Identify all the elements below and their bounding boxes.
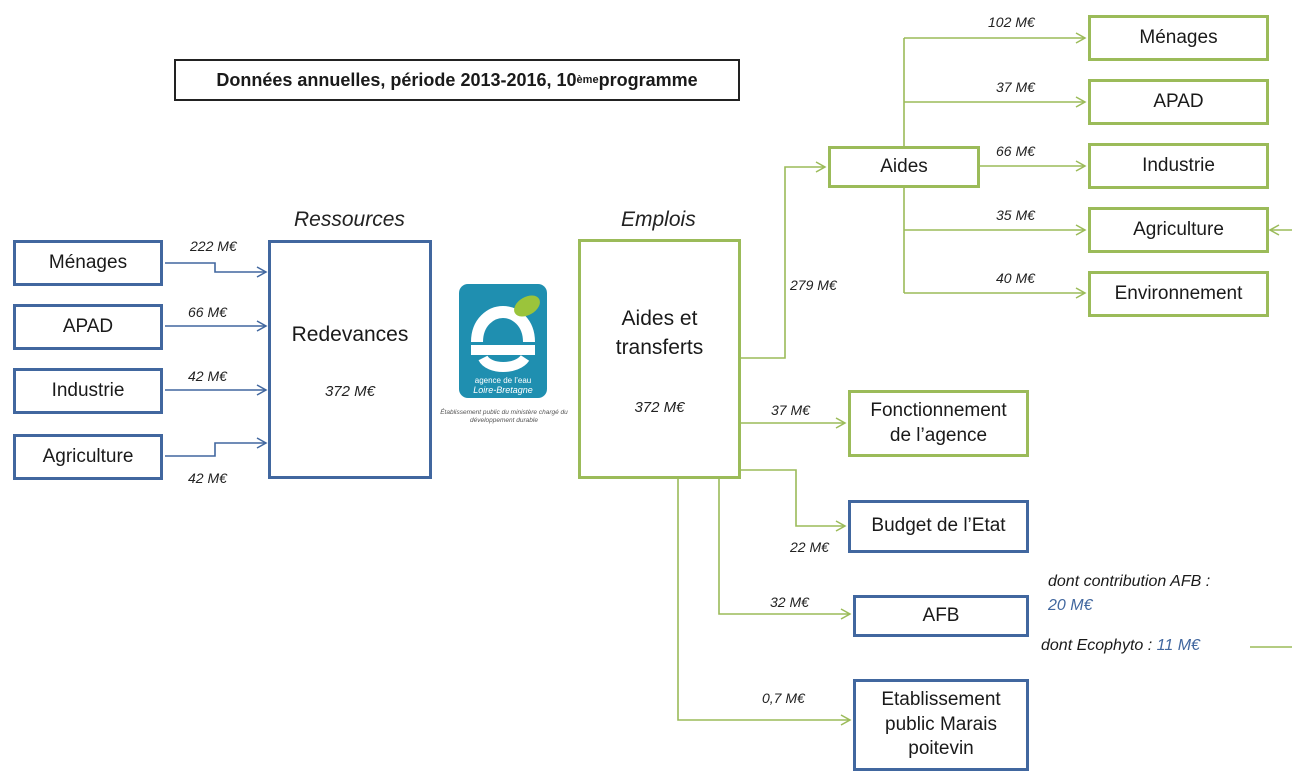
target-label: Environnement	[1114, 282, 1243, 304]
value-industrie: 42 M€	[188, 368, 227, 384]
aides-transferts-box: Aides et transferts 372 M€	[578, 239, 741, 479]
target-box-industrie: Industrie	[1088, 143, 1269, 189]
value-aides: 279 M€	[790, 277, 837, 293]
afb-contribution-number: 20 M€	[1048, 597, 1093, 614]
diagram-title: Données annuelles, période 2013-2016, 10…	[174, 59, 740, 101]
value-budget-etat: 22 M€	[790, 539, 829, 555]
value-apad: 66 M€	[188, 304, 227, 320]
target-label: Industrie	[1142, 154, 1215, 176]
arrow-menages-to-redevances	[165, 262, 268, 278]
title-end: programme	[598, 69, 698, 90]
value-menages: 222 M€	[190, 238, 237, 254]
value-target-environnement: 40 M€	[996, 270, 1035, 286]
title-sup: ème	[576, 74, 599, 86]
value-target-menages: 102 M€	[988, 14, 1035, 30]
source-label: APAD	[62, 315, 114, 337]
redevances-box: Redevances 372 M€	[268, 240, 432, 479]
target-label: Ménages	[1139, 26, 1218, 48]
value-target-agriculture: 35 M€	[996, 207, 1035, 223]
afb-box: AFB	[853, 595, 1029, 637]
value-fonctionnement: 37 M€	[771, 402, 810, 418]
target-box-menages: Ménages	[1088, 15, 1269, 61]
value-target-apad: 37 M€	[996, 79, 1035, 95]
fonctionnement-box: Fonctionnement de l’agence	[848, 390, 1029, 457]
arrow-to-marais	[677, 478, 852, 726]
value-afb: 32 M€	[770, 594, 809, 610]
target-box-apad: APAD	[1088, 79, 1269, 125]
redevances-value: 372 M€	[324, 383, 376, 400]
ressources-heading: Ressources	[294, 208, 405, 231]
marais-poitevin-box: Etablissement public Marais poitevin	[853, 679, 1029, 771]
source-box-menages: Ménages	[13, 240, 163, 286]
afb-label: AFB	[922, 604, 960, 626]
value-marais: 0,7 M€	[762, 690, 805, 706]
source-label: Ménages	[48, 251, 128, 273]
aides-transferts-label: Aides et transferts	[615, 307, 704, 360]
redevances-label: Redevances	[291, 323, 409, 346]
ecophyto-note: dont Ecophyto : 11 M€	[1041, 637, 1200, 655]
emplois-heading: Emplois	[621, 208, 696, 231]
aides-label: Aides	[880, 155, 928, 177]
agence-logo-icon: agence de l’eau Loire-Bretagne	[459, 284, 547, 398]
aides-transferts-value: 372 M€	[634, 399, 685, 416]
fonctionnement-label: Fonctionnement de l’agence	[870, 399, 1007, 446]
budget-etat-box: Budget de l’Etat	[848, 500, 1029, 553]
afb-contribution-value: 20 M€	[1048, 597, 1092, 615]
marais-poitevin-label: Etablissement public Marais poitevin	[881, 688, 1001, 760]
logo-line1: agence de l’eau	[475, 376, 532, 385]
ecophyto-value: 11 M€	[1156, 637, 1200, 654]
source-label: Agriculture	[42, 445, 134, 467]
arrow-to-aides	[740, 161, 827, 359]
aides-box: Aides	[828, 146, 980, 188]
afb-contribution-note: dont contribution AFB :	[1048, 573, 1211, 590]
target-box-agriculture: Agriculture	[1088, 207, 1269, 253]
source-box-apad: APAD	[13, 304, 163, 350]
budget-etat-label: Budget de l’Etat	[871, 515, 1006, 537]
arrow-to-budget	[740, 469, 847, 532]
value-agriculture: 42 M€	[188, 470, 227, 486]
logo-tagline: Établissement public du ministère chargé…	[440, 409, 568, 425]
source-label: Industrie	[51, 379, 125, 401]
source-box-agriculture: Agriculture	[13, 434, 163, 480]
title-main: Données annuelles, période 2013-2016, 10	[216, 69, 577, 90]
target-label: APAD	[1153, 90, 1204, 112]
arrow-to-afb	[718, 478, 852, 620]
agence-logo: agence de l’eau Loire-Bretagne	[459, 284, 547, 398]
value-target-industrie: 66 M€	[996, 143, 1035, 159]
ecophyto-label: dont Ecophyto :	[1041, 637, 1157, 654]
target-box-environnement: Environnement	[1088, 271, 1269, 317]
logo-line2: Loire-Bretagne	[473, 385, 533, 395]
arrow-agriculture-to-redevances	[165, 437, 268, 457]
source-box-industrie: Industrie	[13, 368, 163, 414]
target-label: Agriculture	[1133, 218, 1224, 240]
